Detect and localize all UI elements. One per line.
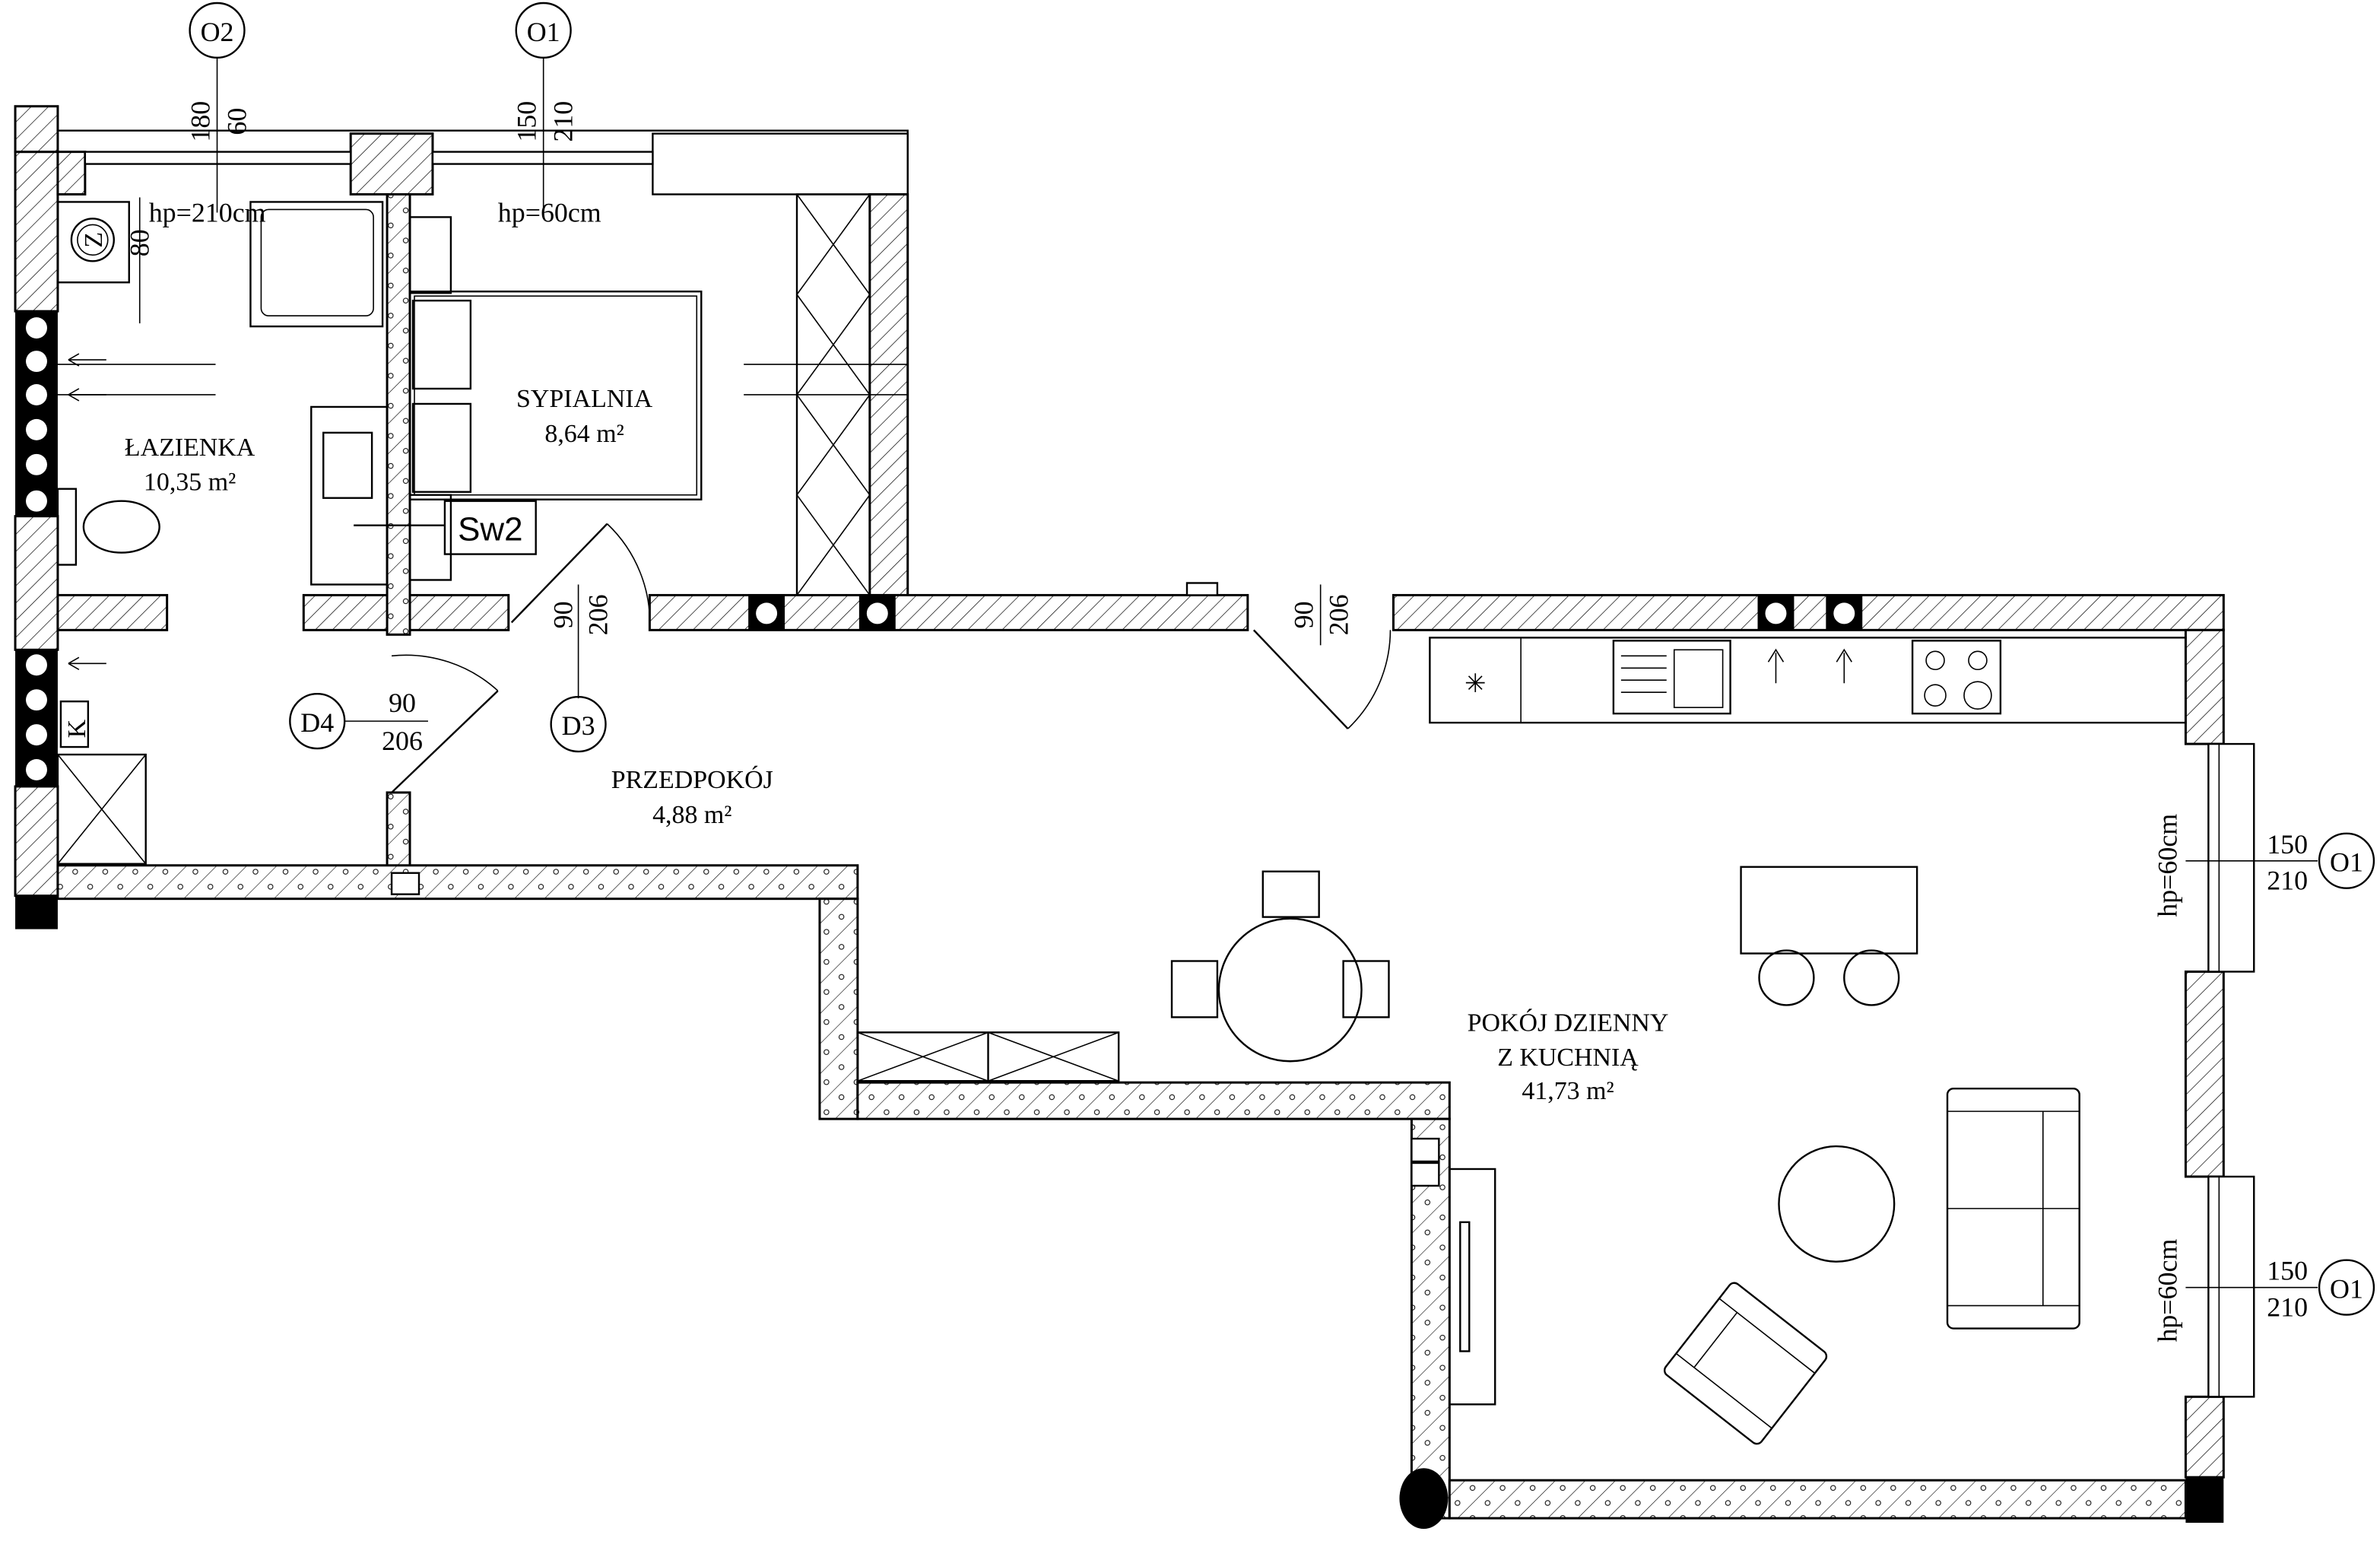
svg-text:POKÓJ DZIENNY: POKÓJ DZIENNY <box>1468 1008 1669 1037</box>
svg-text:ŁAZIENKA: ŁAZIENKA <box>125 434 255 462</box>
room-label-pokoj-dzienny: POKÓJ DZIENNY Z KUCHNIĄ 41,73 m² <box>1468 1008 1669 1105</box>
svg-text:210: 210 <box>2267 1292 2308 1323</box>
svg-text:150: 150 <box>2267 1256 2308 1286</box>
bedroom-fixtures: Sw2 <box>354 193 871 596</box>
svg-text:206: 206 <box>1324 594 1354 635</box>
kitchen-counter: ✳ <box>68 353 2187 724</box>
svg-text:Z KUCHNIĄ: Z KUCHNIĄ <box>1497 1044 1639 1072</box>
svg-text:80: 80 <box>125 229 155 256</box>
svg-text:60: 60 <box>221 108 252 135</box>
svg-text:90: 90 <box>389 688 416 718</box>
svg-text:D3: D3 <box>562 710 595 741</box>
door-d3: 90 206 D3 <box>510 523 651 753</box>
living-furniture <box>390 866 2080 1445</box>
bathroom-fixtures: Z 80 K <box>48 197 908 865</box>
svg-text:PRZEDPOKÓJ: PRZEDPOKÓJ <box>611 765 773 794</box>
svg-text:150: 150 <box>512 101 542 142</box>
window-tag-o1-right-1: 150 210 O1 hp=60cm <box>2152 814 2375 917</box>
svg-text:10,35 m²: 10,35 m² <box>144 469 236 497</box>
svg-text:4,88 m²: 4,88 m² <box>652 801 731 829</box>
room-label-lazienka: ŁAZIENKA 10,35 m² <box>125 434 255 497</box>
svg-text:hp=60cm: hp=60cm <box>498 197 601 227</box>
svg-text:hp=210cm: hp=210cm <box>149 197 266 227</box>
svg-text:90: 90 <box>1289 601 1319 628</box>
svg-text:210: 210 <box>2267 866 2308 896</box>
windows <box>84 151 2255 1398</box>
window-tag-o1-right-2: 150 210 O1 hp=60cm <box>2152 1239 2375 1342</box>
svg-text:K: K <box>63 719 91 738</box>
svg-text:D4: D4 <box>300 707 334 738</box>
ventilation-ducts <box>15 311 2224 1530</box>
svg-text:hp=60cm: hp=60cm <box>2152 1239 2182 1342</box>
svg-text:Sw2: Sw2 <box>458 511 522 548</box>
walls <box>14 105 2225 1530</box>
window-tag-o1-top: O1 150 210 hp=60cm <box>498 2 601 227</box>
svg-text:206: 206 <box>382 726 423 756</box>
svg-text:180: 180 <box>186 101 216 142</box>
svg-text:O1: O1 <box>527 17 560 47</box>
svg-text:O1: O1 <box>2330 1274 2363 1304</box>
room-label-przedpokoj: PRZEDPOKÓJ 4,88 m² <box>611 765 773 829</box>
svg-text:41,73 m²: 41,73 m² <box>1522 1077 1614 1105</box>
svg-text:SYPIALNIA: SYPIALNIA <box>516 385 653 413</box>
svg-text:Z: Z <box>80 232 108 248</box>
room-label-sypialnia: SYPIALNIA 8,64 m² <box>516 385 653 448</box>
svg-text:206: 206 <box>583 594 614 635</box>
door-d4: D4 90 206 <box>289 654 499 793</box>
svg-text:210: 210 <box>548 101 579 142</box>
svg-text:✳: ✳ <box>1464 670 1486 698</box>
svg-text:150: 150 <box>2267 829 2308 859</box>
svg-text:90: 90 <box>548 601 579 628</box>
svg-text:hp=60cm: hp=60cm <box>2152 814 2182 917</box>
door-living: 90 206 <box>1252 584 1392 729</box>
svg-text:8,64 m²: 8,64 m² <box>544 420 624 448</box>
svg-text:O1: O1 <box>2330 847 2363 878</box>
window-tag-o2: O2 180 60 hp=210cm <box>149 2 266 227</box>
svg-text:O2: O2 <box>201 17 234 47</box>
